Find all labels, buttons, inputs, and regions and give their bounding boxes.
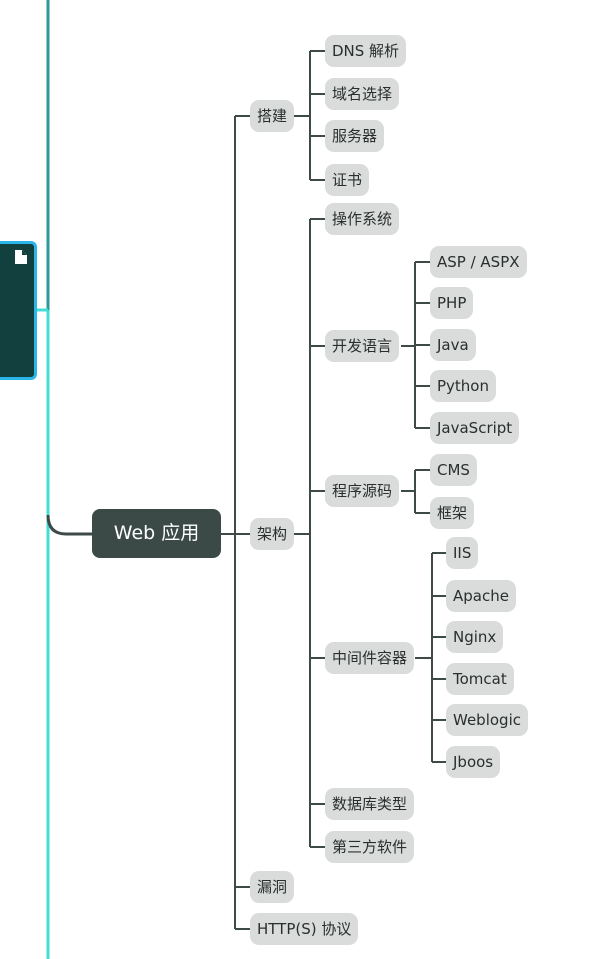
collapsed-topic-card[interactable] <box>0 241 37 380</box>
root-node[interactable]: Web 应用 <box>92 509 221 558</box>
node-asp[interactable]: ASP / ASPX <box>430 246 527 278</box>
node-http-protocol[interactable]: HTTP(S) 协议 <box>250 913 359 945</box>
node-java[interactable]: Java <box>430 329 476 361</box>
node-python[interactable]: Python <box>430 370 496 402</box>
node-os[interactable]: 操作系统 <box>325 203 400 235</box>
node-third-party[interactable]: 第三方软件 <box>325 831 415 863</box>
node-tomcat[interactable]: Tomcat <box>446 663 514 695</box>
node-nginx[interactable]: Nginx <box>446 621 504 653</box>
node-iis[interactable]: IIS <box>446 537 479 569</box>
node-dns[interactable]: DNS 解析 <box>325 35 407 67</box>
node-weblogic[interactable]: Weblogic <box>446 704 528 736</box>
node-architecture[interactable]: 架构 <box>250 518 295 550</box>
node-database[interactable]: 数据库类型 <box>325 788 415 820</box>
node-build[interactable]: 搭建 <box>250 100 295 132</box>
node-middleware[interactable]: 中间件容器 <box>325 642 415 674</box>
node-javascript[interactable]: JavaScript <box>430 412 520 444</box>
node-vulnerability[interactable]: 漏洞 <box>250 871 295 903</box>
node-apache[interactable]: Apache <box>446 580 516 612</box>
node-certificate[interactable]: 证书 <box>325 164 370 196</box>
node-server[interactable]: 服务器 <box>325 120 385 152</box>
document-icon <box>15 250 27 264</box>
node-jboos[interactable]: Jboos <box>446 746 501 778</box>
node-framework[interactable]: 框架 <box>430 497 475 529</box>
node-dev-language[interactable]: 开发语言 <box>325 330 400 362</box>
node-source-code[interactable]: 程序源码 <box>325 475 400 507</box>
node-php[interactable]: PHP <box>430 287 474 319</box>
node-domain[interactable]: 域名选择 <box>325 78 400 110</box>
node-cms[interactable]: CMS <box>430 454 477 486</box>
